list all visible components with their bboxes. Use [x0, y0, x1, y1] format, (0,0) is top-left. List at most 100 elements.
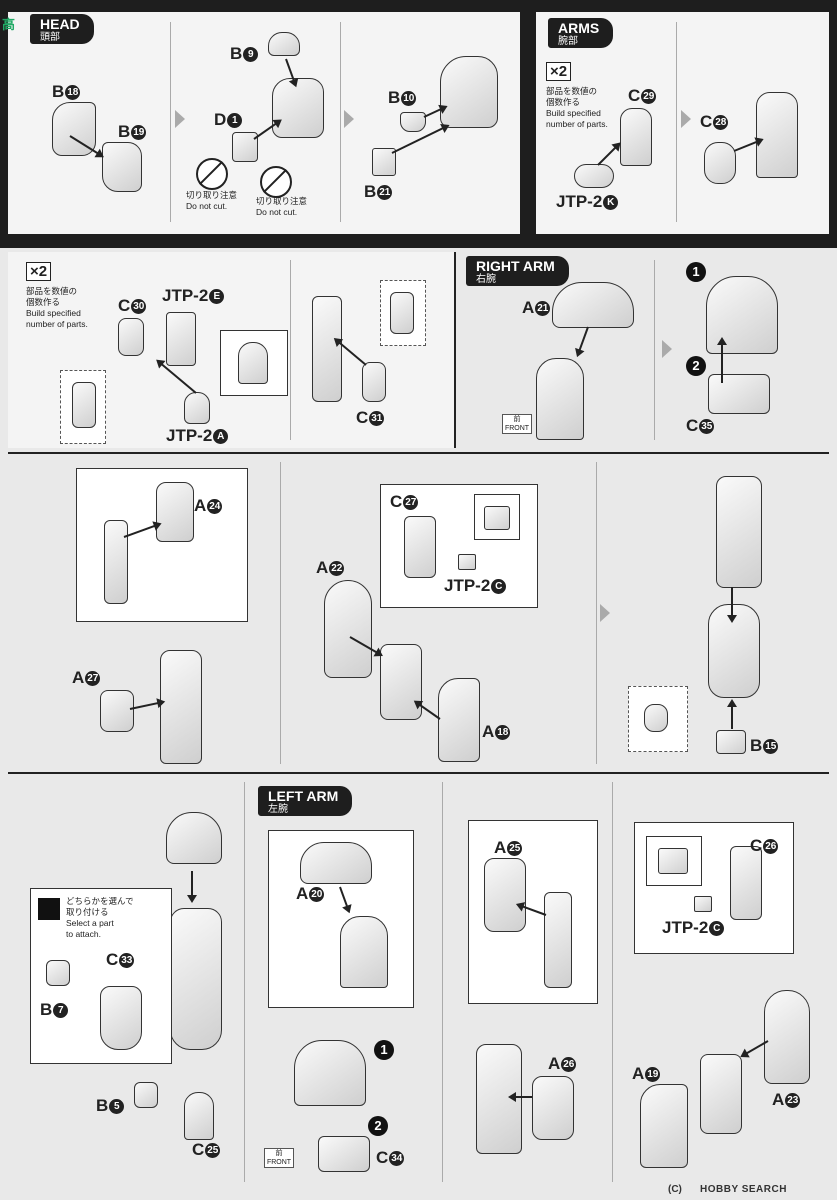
part-b15-back — [644, 704, 668, 732]
part-c25 — [184, 1092, 214, 1140]
part-c30 — [118, 318, 144, 356]
assembly-arrow — [721, 339, 723, 383]
part-jtp2a — [184, 392, 210, 424]
part-b15 — [716, 730, 746, 754]
assembly-arrow — [731, 587, 733, 621]
part-c30-back — [72, 382, 96, 428]
part-a27 — [100, 690, 134, 732]
part-forearm-l — [170, 908, 222, 1050]
part-c26 — [730, 846, 762, 920]
multiplier-badge: ×2 — [26, 262, 52, 281]
part-arm-frame-l — [544, 892, 572, 988]
section-title: LEFT ARM — [268, 788, 339, 804]
part-c29 — [620, 108, 652, 166]
left-arm-section-header: LEFT ARM 左腕 — [258, 786, 353, 816]
multiplier-badge: ×2 — [546, 62, 572, 81]
step-chevron — [681, 110, 691, 128]
section-title: RIGHT ARM — [476, 258, 555, 274]
assembly-arrow — [510, 1096, 532, 1098]
step-chevron — [600, 604, 610, 622]
divider — [442, 782, 443, 1182]
section-title-jp: 左腕 — [268, 804, 288, 815]
part-jtp2a-detail — [238, 342, 268, 384]
site-watermark-top: 高 — [2, 17, 16, 32]
assembly-arrow — [129, 700, 164, 710]
part-a18 — [438, 678, 480, 762]
divider — [290, 260, 291, 440]
part-jtp2c-detail — [484, 506, 510, 530]
hobby-search-watermark: HOBBY SEARCH — [700, 1184, 787, 1195]
part-arm-frame — [312, 296, 342, 402]
section-title-jp: 腕部 — [558, 36, 578, 47]
part-jtp2c — [458, 554, 476, 570]
step-number-1: 1 — [374, 1040, 394, 1060]
part-c31-back — [390, 292, 414, 334]
part-c35 — [708, 374, 770, 414]
part-forearm-upper — [716, 476, 762, 588]
part-head-assembled — [440, 56, 498, 128]
part-a19 — [640, 1084, 688, 1168]
part-upper-arm — [536, 358, 584, 440]
part-forearm-core-l — [700, 1054, 742, 1134]
part-upper-arm-l — [340, 916, 388, 988]
part-a24 — [156, 482, 194, 542]
part-b10 — [400, 112, 426, 132]
section-title-jp: 右腕 — [476, 274, 496, 285]
part-b9 — [268, 32, 300, 56]
part-c34 — [318, 1136, 370, 1172]
arms-section-header: ARMS 腕部 — [548, 18, 614, 48]
divider — [280, 462, 281, 764]
divider — [676, 22, 677, 222]
part-jtp2e — [166, 312, 196, 366]
section-title: HEAD — [40, 16, 80, 32]
row-divider — [8, 772, 829, 774]
divider — [596, 462, 597, 764]
divider — [244, 782, 245, 1182]
part-jtp2c-detail-l — [658, 848, 688, 874]
step-chevron — [344, 110, 354, 128]
part-jtp2c-l — [694, 896, 712, 912]
step-chevron — [662, 340, 672, 358]
divider — [654, 260, 655, 440]
part-a23 — [764, 990, 810, 1084]
part-b5 — [134, 1082, 158, 1108]
assembly-arrow — [191, 871, 193, 901]
part-c27 — [404, 516, 436, 578]
row-divider — [8, 452, 829, 454]
part-forearm — [160, 650, 202, 764]
copyright-mark: (C) — [668, 1184, 682, 1195]
divider — [340, 22, 341, 222]
part-head-core — [272, 78, 324, 138]
part-a20 — [300, 842, 372, 884]
part-a21 — [552, 282, 634, 328]
part-b21 — [372, 148, 396, 176]
step-chevron — [175, 110, 185, 128]
